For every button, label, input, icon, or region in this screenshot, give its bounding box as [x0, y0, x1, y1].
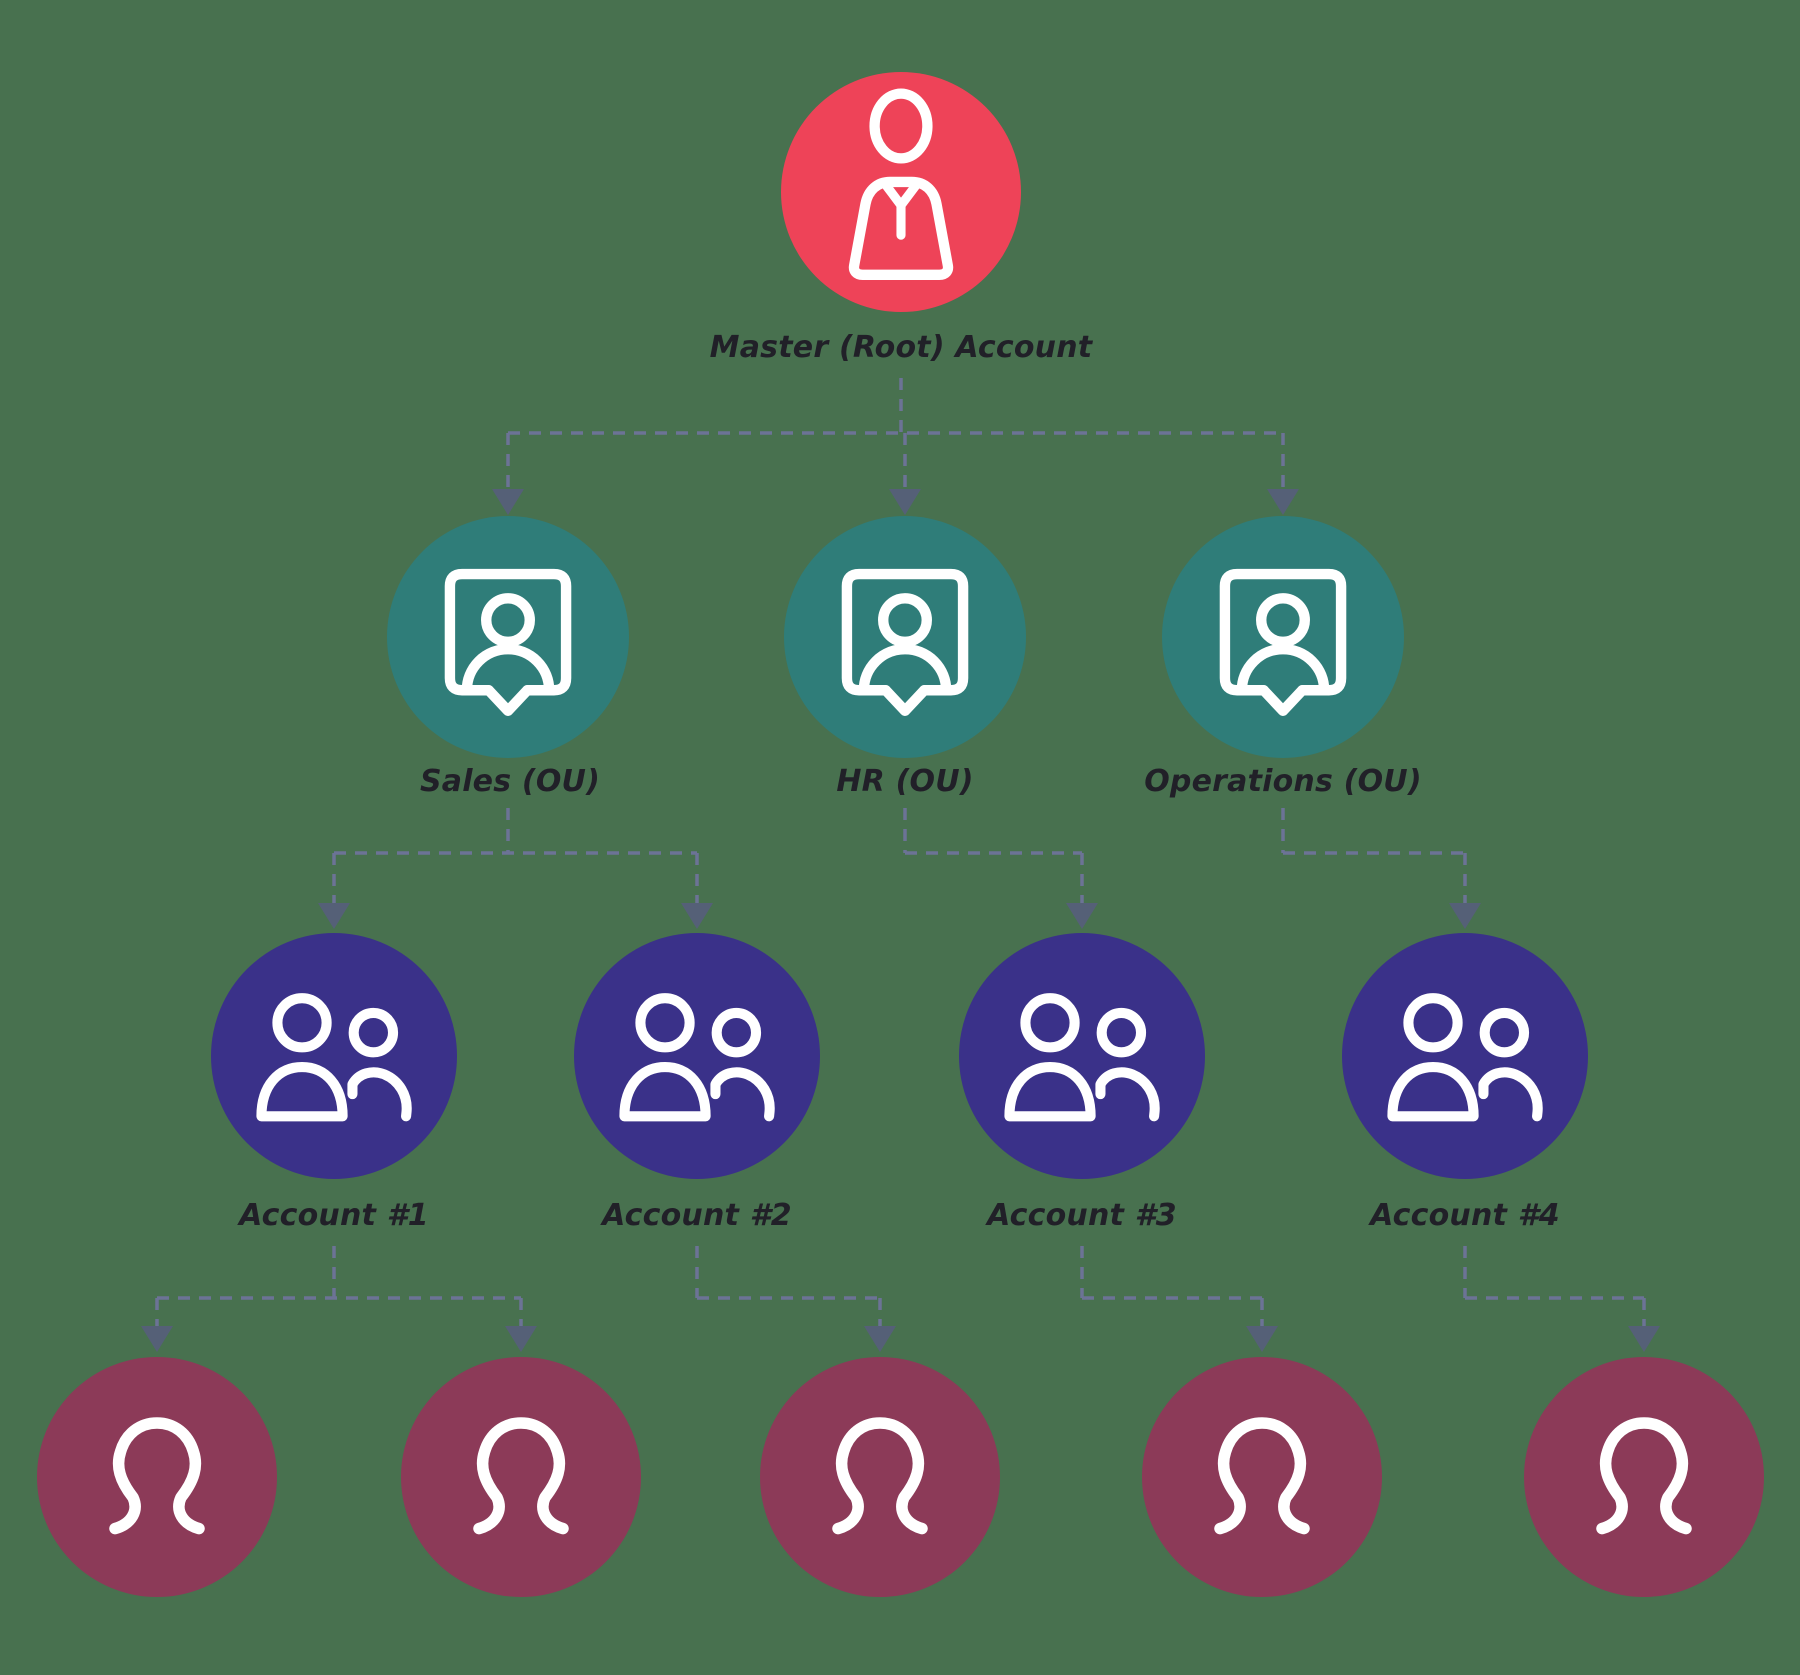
- account-label-4: Account #4: [1370, 1198, 1560, 1233]
- user-icon: [473, 1417, 569, 1535]
- id-badge-user-icon: [444, 568, 572, 717]
- account-label-2: Account #2: [602, 1198, 792, 1233]
- root-label: Master (Root) Account: [709, 330, 1093, 365]
- account-node-4: [1342, 933, 1588, 1179]
- user-node-1: [37, 1357, 277, 1597]
- account-node-1: [211, 933, 457, 1179]
- two-users-icon: [1387, 993, 1543, 1122]
- account-node-3: [959, 933, 1205, 1179]
- user-node-2: [401, 1357, 641, 1597]
- two-users-icon: [619, 993, 775, 1122]
- root-node: [781, 72, 1021, 312]
- person-icon: [848, 88, 954, 280]
- ou-node-hr: [784, 516, 1026, 758]
- ou-label-sales: Sales (OU): [419, 764, 601, 799]
- user-node-3: [760, 1357, 1000, 1597]
- account-label-3: Account #3: [987, 1198, 1177, 1233]
- account-node-2: [574, 933, 820, 1179]
- user-icon: [1596, 1417, 1692, 1535]
- user-icon: [109, 1417, 205, 1535]
- ou-node-operations: [1162, 516, 1404, 758]
- ou-label-operations: Operations (OU): [1144, 764, 1422, 799]
- two-users-icon: [1004, 993, 1160, 1122]
- user-icon: [1214, 1417, 1310, 1535]
- two-users-icon: [256, 993, 412, 1122]
- id-badge-user-icon: [841, 568, 969, 717]
- ou-node-sales: [387, 516, 629, 758]
- user-node-5: [1524, 1357, 1764, 1597]
- ou-label-hr: HR (OU): [836, 764, 974, 799]
- account-label-1: Account #1: [239, 1198, 429, 1233]
- user-node-4: [1142, 1357, 1382, 1597]
- user-icon: [832, 1417, 928, 1535]
- id-badge-user-icon: [1219, 568, 1347, 717]
